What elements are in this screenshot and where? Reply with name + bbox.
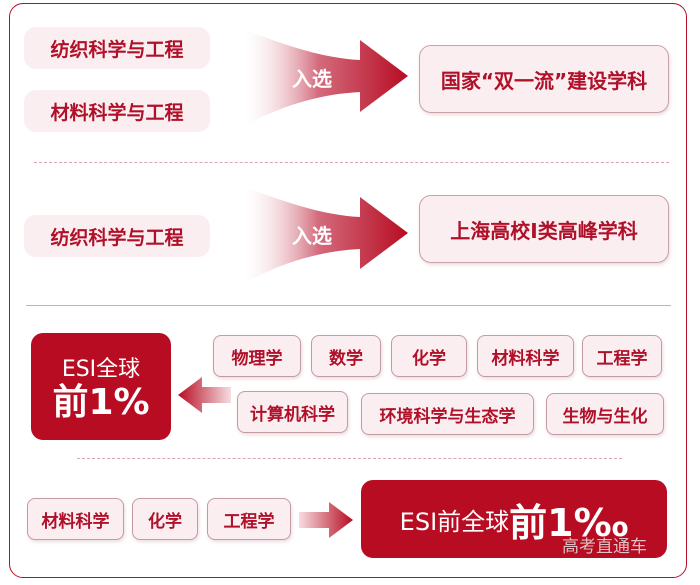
section-divider — [26, 305, 671, 306]
subject-engineering-2: 工程学 — [207, 498, 291, 540]
subject-biology-biochemistry: 生物与生化 — [546, 393, 664, 435]
diagram-frame — [9, 3, 687, 578]
subject-chemistry-2: 化学 — [132, 498, 198, 540]
esi-top-1-percent-box: ESI全球 前1% — [31, 333, 171, 440]
subject-mathematics: 数学 — [311, 335, 381, 377]
source-materials-engineering: 材料科学与工程 — [24, 90, 210, 132]
esi-top-1-permille-label: 前1‰ — [509, 500, 629, 545]
subject-physics: 物理学 — [213, 335, 301, 377]
subject-environment-ecology: 环境科学与生态学 — [361, 393, 534, 435]
left-arrow-icon — [178, 377, 231, 413]
target-shanghai-peak-discipline: 上海高校I类高峰学科 — [419, 195, 669, 263]
subject-materials-science-2: 材料科学 — [27, 498, 124, 540]
arrow-label: 入选 — [292, 224, 332, 248]
subject-computer-science: 计算机科学 — [237, 391, 348, 433]
source-textile-engineering: 纺织科学与工程 — [24, 27, 210, 69]
esi-top-1-percent-label: 前1% — [52, 381, 150, 423]
subject-chemistry: 化学 — [391, 335, 467, 377]
esi-global-prefix: ESI前全球 — [399, 507, 510, 536]
section-divider — [77, 458, 622, 459]
selected-arrow-icon — [245, 30, 408, 126]
right-arrow-icon — [299, 502, 353, 538]
esi-global-label: ESI全球 — [61, 356, 141, 382]
selected-arrow-icon — [245, 187, 408, 283]
target-double-first-class: 国家“双一流”建设学科 — [419, 45, 669, 113]
subject-engineering: 工程学 — [582, 335, 662, 377]
section-divider — [34, 162, 669, 163]
source-textile-engineering-2: 纺织科学与工程 — [24, 215, 210, 257]
arrow-label: 入选 — [292, 67, 332, 91]
subject-materials-science: 材料科学 — [477, 335, 574, 377]
watermark: 高考直通车 — [562, 537, 647, 557]
esi-top-1-permille-box: ESI前全球 前1‰ — [361, 480, 667, 558]
